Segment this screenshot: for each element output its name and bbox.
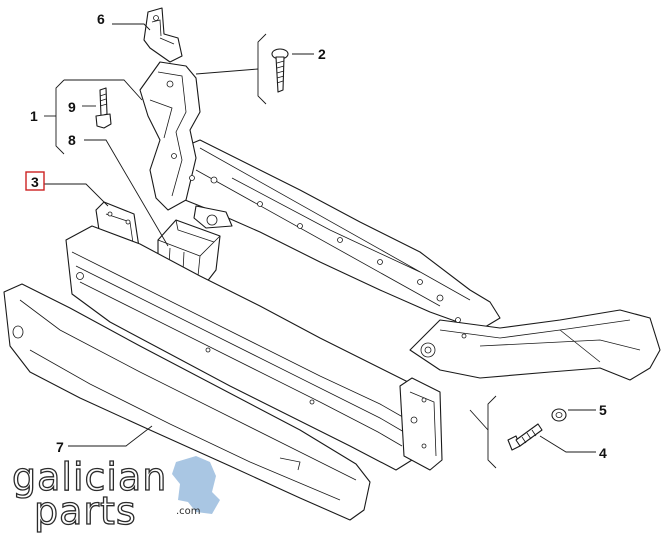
- galicianparts-logo: galician parts .com: [11, 454, 220, 534]
- callout-4[interactable]: 4: [599, 445, 607, 461]
- part-9-bolt[interactable]: [95, 87, 112, 129]
- callout-5[interactable]: 5: [599, 402, 607, 418]
- part-1-crossmember[interactable]: [139, 61, 661, 381]
- callout-6[interactable]: 6: [97, 11, 105, 27]
- callout-8[interactable]: 8: [68, 132, 76, 148]
- callouts: 6 2 1 9 8 3 7 5 4: [25, 11, 607, 461]
- callout-9[interactable]: 9: [68, 99, 76, 115]
- leader-lines: [44, 23, 596, 469]
- part-5-washer[interactable]: [551, 408, 567, 422]
- part-4-bolt[interactable]: [507, 423, 543, 451]
- logo-line-parts: parts: [34, 489, 137, 533]
- part-3-reinforcement-beam[interactable]: [65, 201, 443, 471]
- callout-3[interactable]: 3: [31, 174, 39, 190]
- galicia-map-icon: [172, 456, 220, 514]
- logo-line-galician: galician: [12, 455, 167, 499]
- callout-7[interactable]: 7: [56, 439, 64, 455]
- part-2-bolt[interactable]: [271, 48, 289, 93]
- logo-suffix: .com: [176, 506, 201, 517]
- callout-3-highlight-box: [25, 171, 45, 191]
- callout-1[interactable]: 1: [30, 108, 38, 124]
- part-6-upper-bracket[interactable]: [143, 7, 183, 63]
- callout-2[interactable]: 2: [318, 46, 326, 62]
- part-7-absorber[interactable]: [3, 283, 371, 521]
